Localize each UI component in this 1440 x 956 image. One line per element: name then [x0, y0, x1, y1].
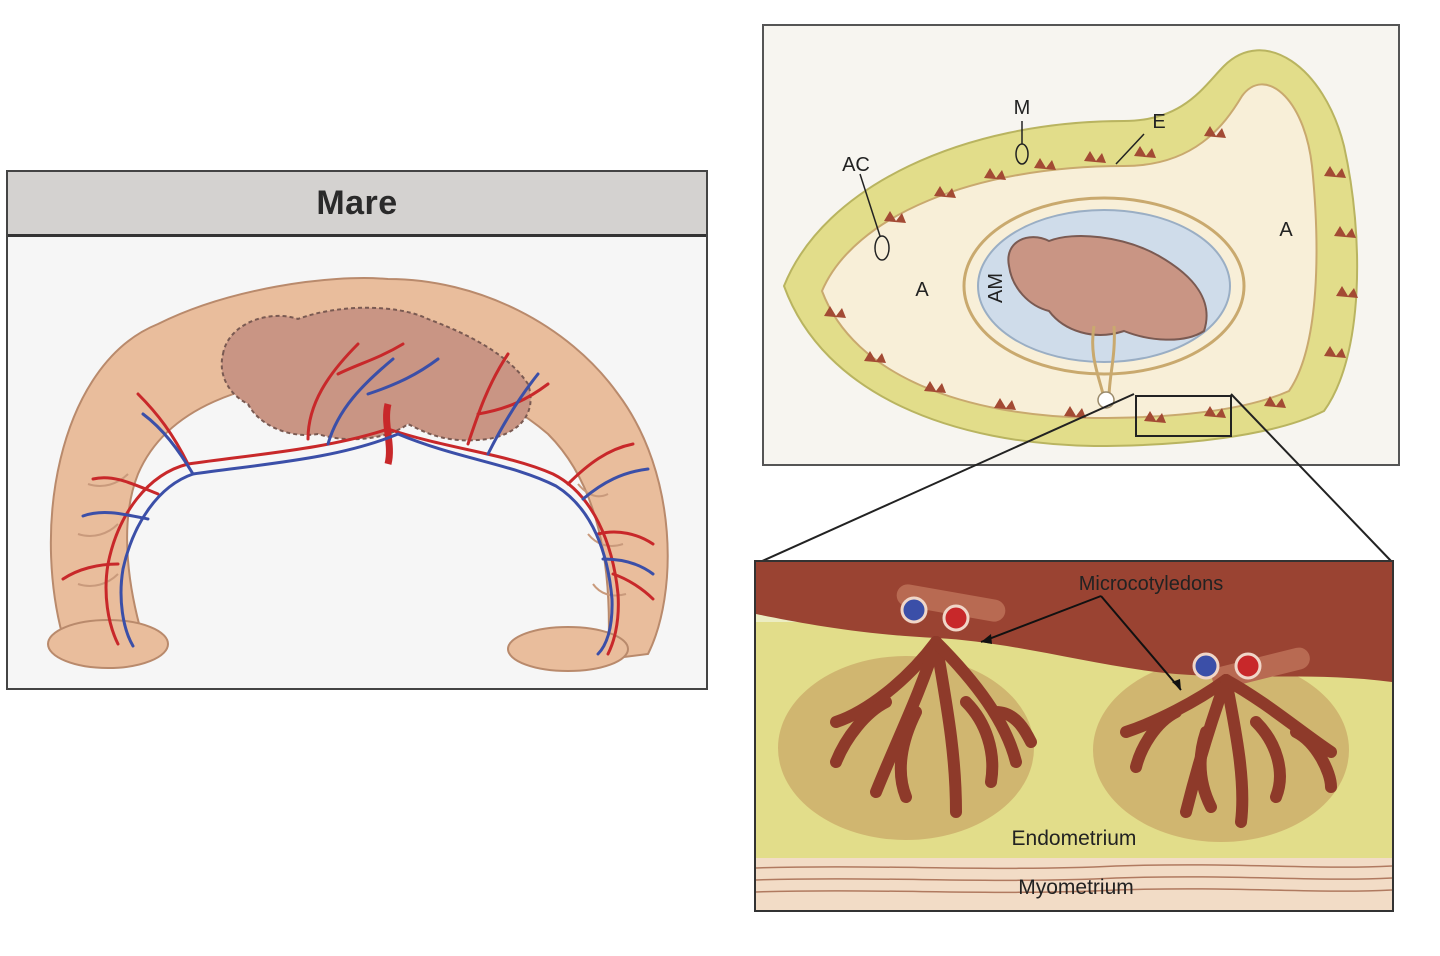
placenta-horn-left — [47, 619, 169, 669]
mare-placenta-illustration — [47, 277, 669, 672]
mare-panel-title: Mare — [8, 172, 706, 237]
label-a-left: A — [915, 279, 929, 301]
artery-cross-section — [1234, 652, 1262, 680]
vein-cross-section — [900, 596, 928, 624]
umbilical-cord — [383, 403, 393, 465]
crypt-zone-right — [1093, 658, 1349, 842]
chorionic-vessels — [896, 584, 1310, 689]
microcotyledon-detail-illustration: Microcotyledons Endometrium Myometrium — [756, 562, 1392, 910]
label-a-right: A — [1279, 219, 1293, 241]
label-endometrium: Endometrium — [1012, 827, 1137, 850]
label-am: AM — [985, 273, 1007, 303]
microcotyledon-villi-right — [1120, 674, 1337, 828]
artery-cross-section — [942, 604, 970, 632]
overview-fetus — [1007, 235, 1208, 341]
mare-panel: Mare — [6, 170, 708, 690]
vein-cross-section — [1192, 652, 1220, 680]
placenta-horn-right — [507, 626, 629, 672]
microcotyledon-villi-left — [830, 636, 1037, 818]
label-m: M — [1014, 97, 1031, 119]
label-myometrium: Myometrium — [1018, 876, 1134, 899]
fetal-membranes-overview-illustration: M E AC A A AM — [782, 49, 1359, 448]
vein-network — [81, 357, 655, 656]
label-microcotyledons: Microcotyledons — [1079, 573, 1224, 595]
microcotyledon-detail-panel: Microcotyledons Endometrium Myometrium — [754, 560, 1394, 912]
artery-network — [61, 342, 655, 656]
label-ac: AC — [842, 154, 870, 176]
fetal-membranes-overview-panel: M E AC A A AM — [762, 24, 1400, 466]
label-e: E — [1152, 111, 1165, 133]
